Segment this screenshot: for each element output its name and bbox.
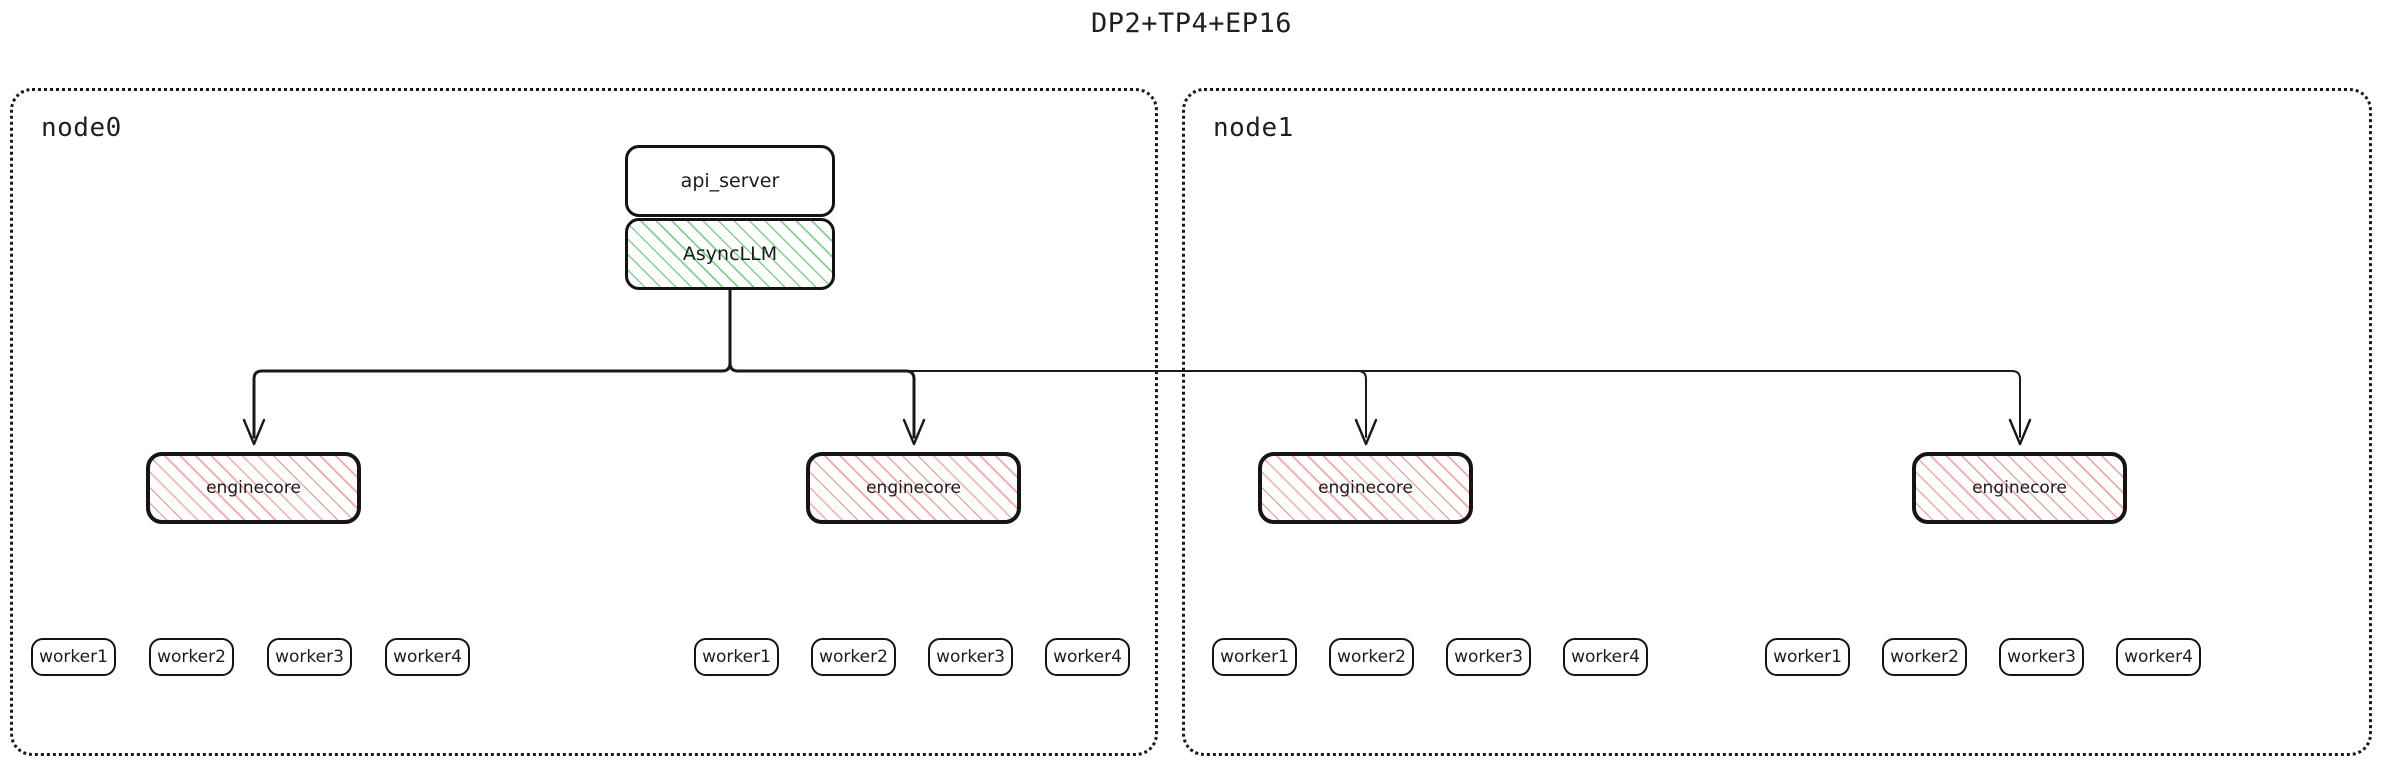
worker-label: worker4: [1053, 647, 1122, 667]
page-title: DP2+TP4+EP16: [1090, 8, 1293, 39]
worker-node1-1-4[interactable]: worker4: [2116, 638, 2201, 676]
enginecore-node0-1[interactable]: enginecore: [806, 452, 1021, 524]
worker-node1-1-1[interactable]: worker1: [1765, 638, 1850, 676]
worker-label: worker3: [2007, 647, 2076, 667]
worker-node1-1-2[interactable]: worker2: [1882, 638, 1967, 676]
worker-node0-0-2[interactable]: worker2: [149, 638, 234, 676]
worker-label: worker4: [1571, 647, 1640, 667]
worker-node0-0-3[interactable]: worker3: [267, 638, 352, 676]
worker-label: worker1: [1220, 647, 1289, 667]
worker-label: worker3: [1454, 647, 1523, 667]
api-server-label: api_server: [680, 170, 780, 192]
worker-node0-1-1[interactable]: worker1: [694, 638, 779, 676]
node-label-node1: node1: [1213, 113, 1294, 143]
enginecore-label: enginecore: [1318, 478, 1413, 498]
worker-node1-0-4[interactable]: worker4: [1563, 638, 1648, 676]
api-server-box[interactable]: api_server: [625, 145, 835, 217]
worker-node0-1-2[interactable]: worker2: [811, 638, 896, 676]
worker-label: worker1: [39, 647, 108, 667]
worker-label: worker2: [157, 647, 226, 667]
worker-node0-0-4[interactable]: worker4: [385, 638, 470, 676]
worker-node1-1-3[interactable]: worker3: [1999, 638, 2084, 676]
worker-label: worker3: [936, 647, 1005, 667]
worker-label: worker2: [1337, 647, 1406, 667]
enginecore-label: enginecore: [1972, 478, 2067, 498]
worker-node1-0-2[interactable]: worker2: [1329, 638, 1414, 676]
node-label-node0: node0: [41, 113, 122, 143]
worker-node0-0-1[interactable]: worker1: [31, 638, 116, 676]
worker-node0-1-4[interactable]: worker4: [1045, 638, 1130, 676]
worker-node1-0-3[interactable]: worker3: [1446, 638, 1531, 676]
asyncllm-label: AsyncLLM: [682, 243, 778, 265]
asyncllm-box[interactable]: AsyncLLM: [625, 218, 835, 290]
enginecore-node0-0[interactable]: enginecore: [146, 452, 361, 524]
enginecore-label: enginecore: [206, 478, 301, 498]
worker-label: worker1: [1773, 647, 1842, 667]
worker-label: worker4: [393, 647, 462, 667]
enginecore-node1-1[interactable]: enginecore: [1912, 452, 2127, 524]
worker-label: worker1: [702, 647, 771, 667]
enginecore-label: enginecore: [866, 478, 961, 498]
worker-node0-1-3[interactable]: worker3: [928, 638, 1013, 676]
worker-label: worker3: [275, 647, 344, 667]
enginecore-node1-0[interactable]: enginecore: [1258, 452, 1473, 524]
worker-label: worker4: [2124, 647, 2193, 667]
worker-label: worker2: [1890, 647, 1959, 667]
worker-node1-0-1[interactable]: worker1: [1212, 638, 1297, 676]
worker-label: worker2: [819, 647, 888, 667]
